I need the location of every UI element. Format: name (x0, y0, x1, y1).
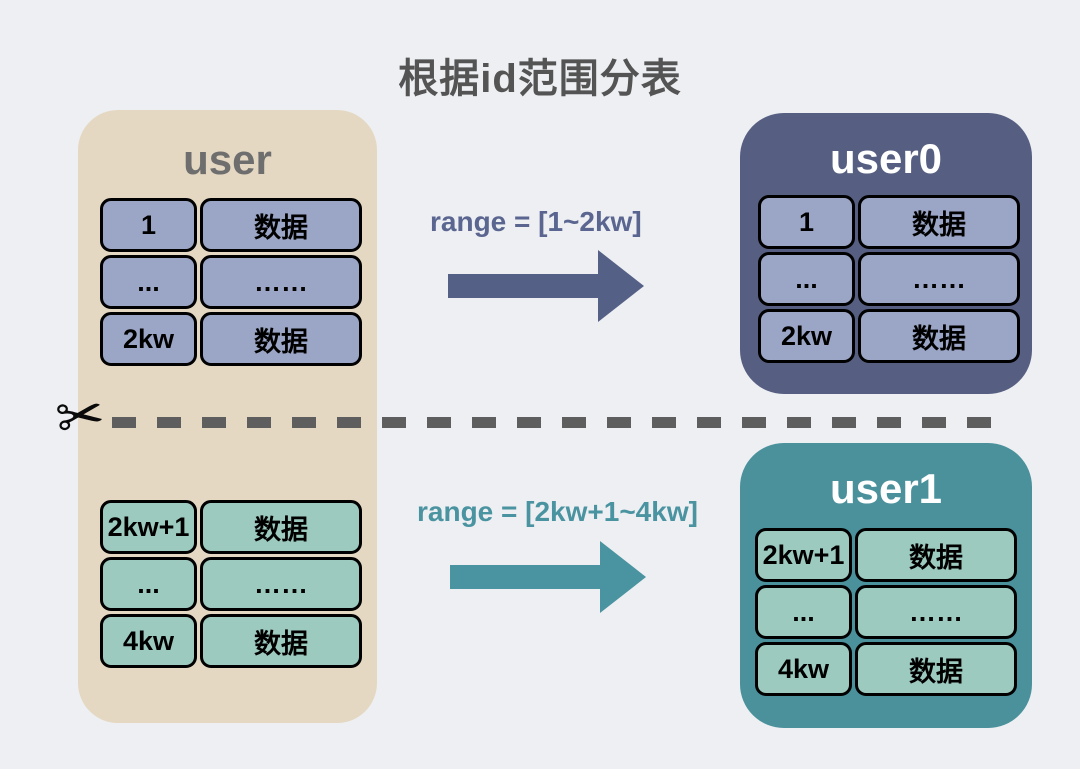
shard0-panel-title: user0 (829, 135, 943, 182)
data-cell: 数据 (200, 198, 362, 252)
source-bottom-table: 2kw+1 数据 ... …… 4kw 数据 (100, 500, 362, 668)
data-cell: 数据 (200, 614, 362, 668)
id-cell: 1 (758, 195, 855, 249)
id-cell: 2kw (758, 309, 855, 363)
data-cell: …… (200, 255, 362, 309)
shard1-table: 2kw+1 数据 ... …… 4kw 数据 (755, 528, 1017, 696)
data-cell: 数据 (200, 500, 362, 554)
data-cell: 数据 (858, 309, 1020, 363)
id-cell: 2kw+1 (755, 528, 852, 582)
id-cell: 4kw (755, 642, 852, 696)
id-cell: 2kw+1 (100, 500, 197, 554)
shard1-range-label: range = [2kw+1~4kw] (417, 496, 698, 527)
data-cell: …… (855, 585, 1017, 639)
shard1-panel-title: user1 (829, 465, 943, 512)
data-cell: 数据 (200, 312, 362, 366)
data-cell: …… (200, 557, 362, 611)
arrow-right-icon (448, 250, 644, 322)
id-cell: 1 (100, 198, 197, 252)
id-cell: ... (755, 585, 852, 639)
shard0-panel: user0 1 数据 ... …… 2kw 数据 (740, 113, 1032, 394)
data-cell: …… (858, 252, 1020, 306)
id-cell: ... (758, 252, 855, 306)
id-cell: 4kw (100, 614, 197, 668)
id-cell: ... (100, 255, 197, 309)
page-title: 根据id范围分表 (398, 57, 682, 101)
shard0-range-label: range = [1~2kw] (430, 206, 642, 237)
arrow-right-icon (450, 541, 646, 613)
id-cell: 2kw (100, 312, 197, 366)
shard1-panel: user1 2kw+1 数据 ... …… 4kw 数据 (740, 443, 1032, 728)
source-panel: user 1 数据 ... …… 2kw 数据 2kw+1 数据 ... …… … (78, 110, 377, 723)
source-top-table: 1 数据 ... …… 2kw 数据 (100, 198, 362, 366)
data-cell: 数据 (858, 195, 1020, 249)
scissors-icon: ✂ (51, 380, 109, 453)
data-cell: 数据 (855, 642, 1017, 696)
data-cell: 数据 (855, 528, 1017, 582)
shard0-table: 1 数据 ... …… 2kw 数据 (758, 195, 1020, 363)
cut-line (112, 417, 1004, 428)
source-panel-title: user (183, 136, 272, 183)
id-cell: ... (100, 557, 197, 611)
